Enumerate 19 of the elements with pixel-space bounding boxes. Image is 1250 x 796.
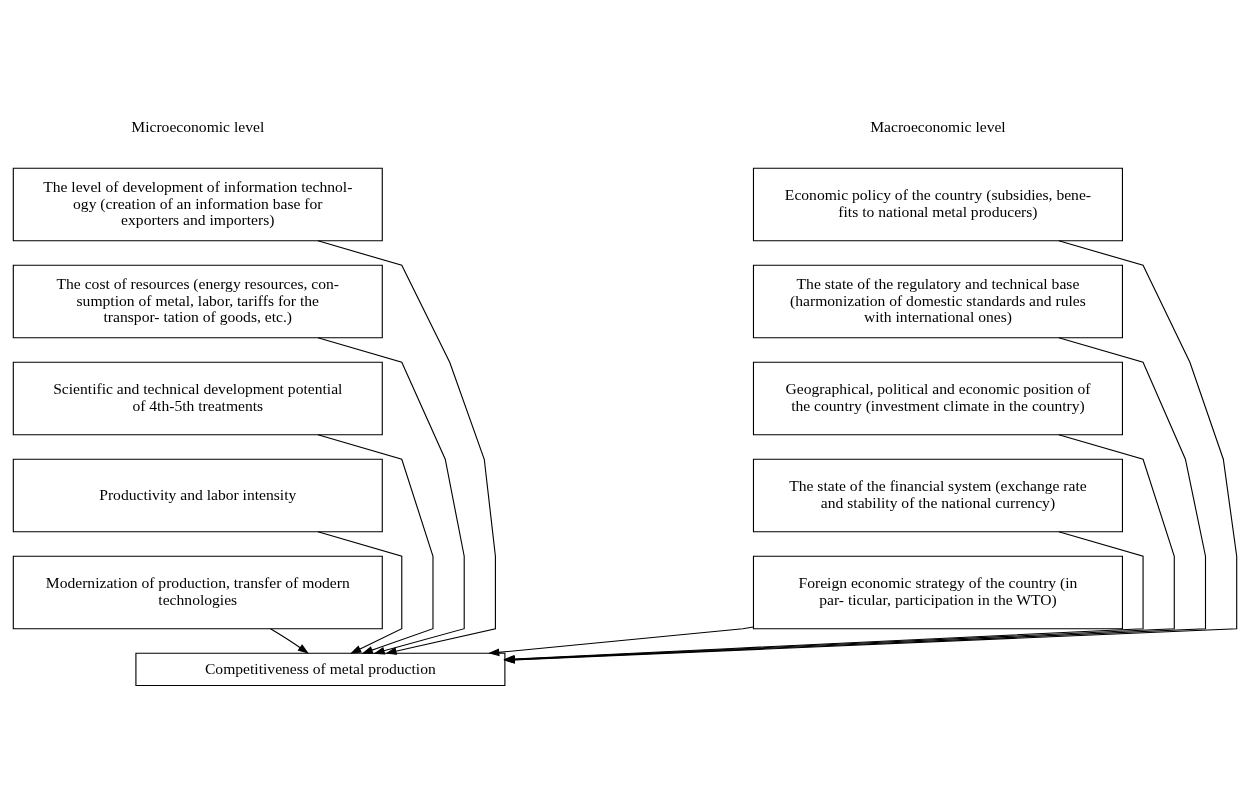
node-box: Modernization of production, transfer of modern technologies	[12, 555, 383, 629]
arrow	[269, 627, 309, 654]
arrow	[317, 433, 434, 654]
node-box: Scientific and technical development potential of 4th-5th treatments	[12, 361, 383, 435]
node-box: The cost of resources (energy resources, con- sumption of metal, labor, tariffs for the transpor- tation of goods, etc.)	[12, 264, 383, 338]
arrow	[317, 336, 465, 654]
node-box: Geographical, political and economic position of the country (investment climate in the country)	[752, 361, 1123, 435]
node-box: The state of the regulatory and technical base (harmonization of domestic standards and rules with international ones)	[752, 264, 1123, 338]
label: Macroeconomic level	[870, 117, 1006, 135]
node-box: The level of development of information technol- ogy (creation of an information base for exporters and importers)	[12, 167, 383, 241]
arrow	[488, 625, 754, 656]
arrow	[317, 239, 496, 655]
node-box: Competitiveness of metal production	[135, 652, 506, 686]
node-box: Foreign economic strategy of the country (in par- ticular, participation in the WTO)	[752, 555, 1123, 629]
arrow	[317, 530, 403, 654]
node-box: Productivity and labor intensity	[12, 458, 383, 532]
label: Microeconomic level	[131, 117, 265, 135]
node-box: The state of the financial system (exchange rate and stability of the national currency)	[752, 458, 1123, 532]
node-box: Economic policy of the country (subsidies, bene- fits to national metal producers)	[752, 167, 1123, 241]
